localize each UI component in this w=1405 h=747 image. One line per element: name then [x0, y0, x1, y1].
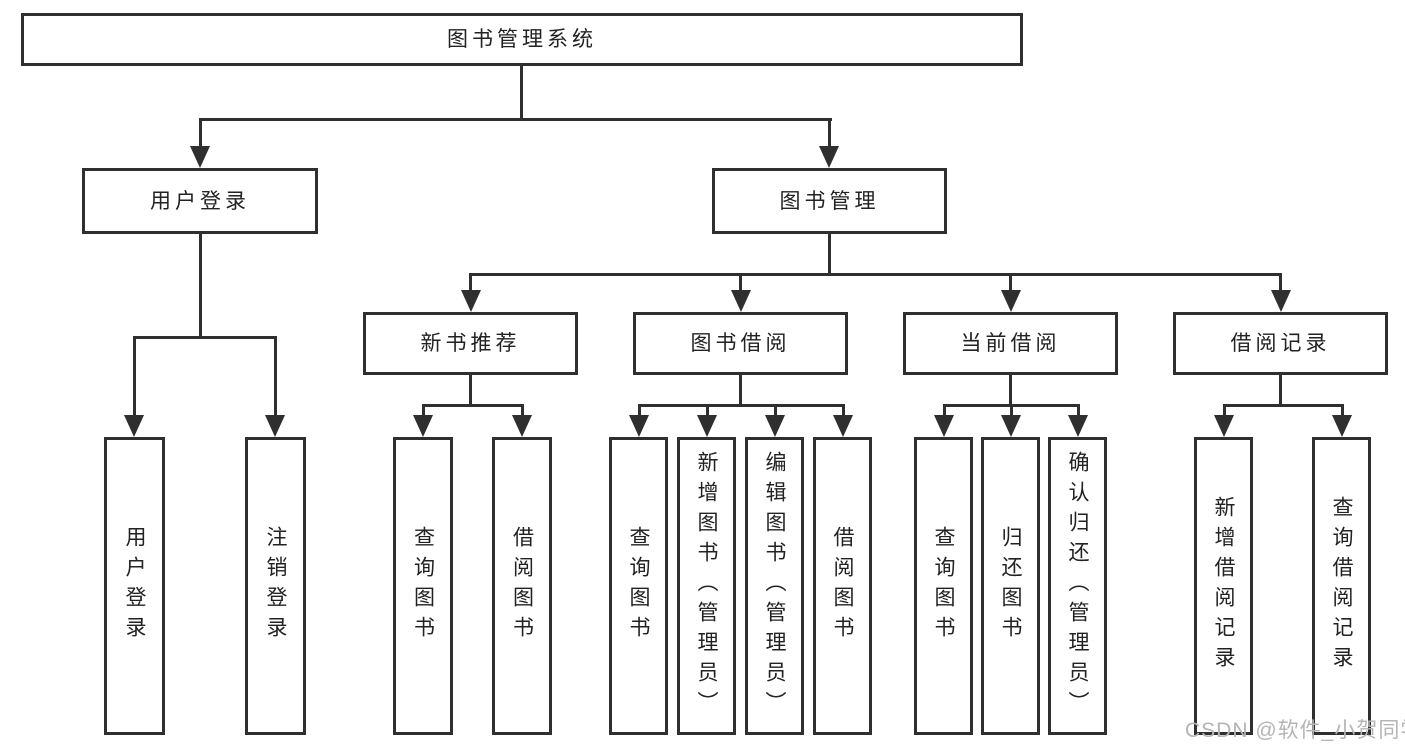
leaf-user-login: 用户登录	[104, 437, 165, 735]
connector-line	[1223, 404, 1226, 418]
connector-line	[469, 273, 472, 293]
arrow-down-icon	[629, 415, 649, 437]
connector-line	[1279, 273, 1282, 293]
connector-line	[828, 234, 831, 276]
arrow-down-icon	[265, 415, 285, 437]
node-new-book-recommend: 新书推荐	[363, 312, 578, 375]
arrow-down-icon	[124, 415, 144, 437]
connector-line	[1077, 404, 1080, 418]
node-current-borrow: 当前借阅	[903, 312, 1118, 375]
node-user-login-label: 用户登录	[150, 189, 250, 213]
arrow-down-icon	[1214, 415, 1234, 437]
node-user-login: 用户登录	[82, 168, 318, 234]
leaf-query-borrow-record: 查询借阅记录	[1312, 437, 1371, 735]
node-borrow-records-label: 借阅记录	[1230, 332, 1331, 355]
arrow-down-icon	[413, 415, 433, 437]
leaf-add-book-admin-label: 新增图书（管理员）	[695, 451, 719, 721]
leaf-edit-book-admin-label: 编辑图书（管理员）	[763, 451, 787, 721]
connector-line	[520, 64, 523, 120]
leaf-query-books-borrow: 查询图书	[609, 437, 668, 735]
connector-line	[469, 273, 1282, 276]
leaf-borrow-books-label: 借阅图书	[831, 526, 855, 646]
leaf-user-login-label: 用户登录	[123, 526, 147, 646]
connector-line	[199, 234, 202, 339]
leaf-borrow-books: 借阅图书	[813, 437, 872, 735]
connector-line	[828, 118, 831, 150]
arrow-down-icon	[765, 415, 785, 437]
connector-line	[521, 404, 524, 418]
connector-line	[943, 404, 946, 418]
arrow-down-icon	[934, 415, 954, 437]
node-book-management-label: 图书管理	[779, 189, 880, 213]
leaf-confirm-return-admin: 确认归还（管理员）	[1048, 437, 1107, 735]
node-book-management: 图书管理	[712, 168, 947, 234]
connector-line	[199, 118, 202, 150]
arrow-down-icon	[731, 290, 751, 312]
arrow-down-icon	[833, 415, 853, 437]
leaf-return-book-label: 归还图书	[999, 526, 1023, 646]
connector-line	[133, 336, 136, 418]
connector-line	[1223, 404, 1344, 407]
leaf-add-borrow-record-label: 新增借阅记录	[1212, 496, 1236, 676]
connector-line	[1010, 404, 1013, 418]
leaf-confirm-return-admin-label: 确认归还（管理员）	[1066, 451, 1090, 721]
leaf-logout: 注销登录	[245, 437, 306, 735]
arrow-down-icon	[1332, 415, 1352, 437]
connector-line	[274, 336, 277, 418]
connector-line	[638, 404, 845, 407]
leaf-add-borrow-record: 新增借阅记录	[1194, 437, 1253, 735]
node-book-borrow-label: 图书借阅	[690, 332, 791, 355]
connector-line	[638, 404, 641, 418]
leaf-logout-label: 注销登录	[264, 526, 288, 646]
leaf-edit-book-admin: 编辑图书（管理员）	[745, 437, 804, 735]
connector-line	[422, 404, 524, 407]
leaf-query-books-borrow-label: 查询图书	[627, 526, 651, 646]
leaf-add-book-admin: 新增图书（管理员）	[677, 437, 736, 735]
connector-line	[1279, 375, 1282, 407]
node-root: 图书管理系统	[21, 13, 1023, 66]
arrow-down-icon	[461, 290, 481, 312]
arrow-down-icon	[1001, 415, 1021, 437]
node-borrow-records: 借阅记录	[1173, 312, 1388, 375]
connector-line	[1009, 273, 1012, 293]
node-current-borrow-label: 当前借阅	[960, 332, 1061, 355]
arrow-down-icon	[1271, 290, 1291, 312]
arrow-down-icon	[697, 415, 717, 437]
connector-line	[774, 404, 777, 418]
leaf-borrow-books-recommend: 借阅图书	[492, 437, 552, 735]
leaf-query-books-recommend-label: 查询图书	[411, 526, 435, 646]
connector-line	[422, 404, 425, 418]
arrow-down-icon	[190, 146, 210, 168]
arrow-down-icon	[512, 415, 532, 437]
connector-line	[706, 404, 709, 418]
connector-line	[1341, 404, 1344, 418]
arrow-down-icon	[1068, 415, 1088, 437]
node-root-label: 图书管理系统	[447, 28, 597, 51]
leaf-query-books-current: 查询图书	[914, 437, 973, 735]
connector-line	[739, 273, 742, 293]
csdn-watermark: CSDN @软件_小贺同学	[1185, 719, 1405, 742]
node-book-borrow: 图书借阅	[633, 312, 848, 375]
leaf-borrow-books-recommend-label: 借阅图书	[510, 526, 534, 646]
leaf-return-book: 归还图书	[981, 437, 1040, 735]
leaf-query-books-recommend: 查询图书	[393, 437, 453, 735]
connector-line	[199, 118, 832, 121]
connector-line	[842, 404, 845, 418]
arrow-down-icon	[819, 146, 839, 168]
connector-line	[133, 336, 277, 339]
leaf-query-books-current-label: 查询图书	[932, 526, 956, 646]
connector-line	[739, 375, 742, 407]
leaf-query-borrow-record-label: 查询借阅记录	[1330, 496, 1354, 676]
connector-line	[469, 375, 472, 407]
node-new-book-recommend-label: 新书推荐	[420, 332, 521, 355]
connector-line	[1009, 375, 1012, 407]
arrow-down-icon	[1001, 290, 1021, 312]
